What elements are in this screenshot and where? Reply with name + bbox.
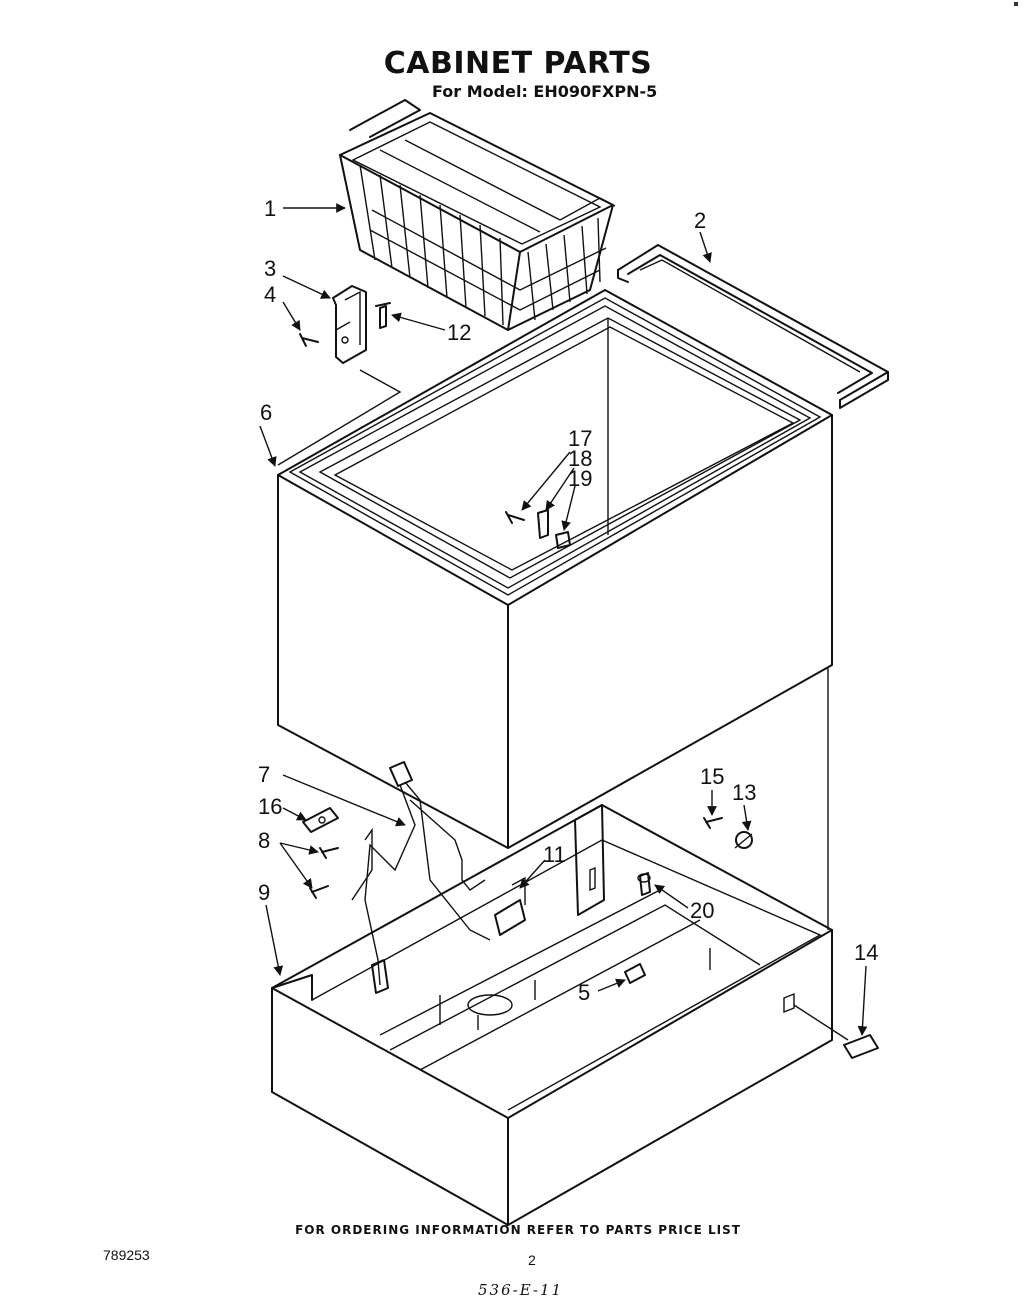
- leader-5: [597, 978, 626, 992]
- leader-9: [265, 904, 284, 976]
- base-pan: [271, 804, 833, 1226]
- callout-3: 3: [264, 256, 276, 281]
- callout-17: 17: [568, 426, 592, 451]
- callout-19: 19: [568, 466, 592, 491]
- callout-12: 12: [447, 320, 471, 345]
- callout-9: 9: [258, 880, 270, 905]
- basket: [339, 99, 616, 331]
- callout-13: 13: [732, 780, 756, 805]
- leader-17: [521, 451, 571, 511]
- callout-6: 6: [260, 400, 272, 425]
- callout-20: 20: [690, 898, 714, 923]
- model-subtitle: For Model: EH090FXPN-5: [432, 82, 658, 101]
- wire-harness: [351, 761, 491, 994]
- callout-18: 18: [568, 446, 592, 471]
- callout-7: 7: [258, 762, 270, 787]
- leader-11: [519, 859, 546, 889]
- small-parts: [302, 807, 879, 1059]
- leader-20: [654, 884, 689, 909]
- callout-15: 15: [700, 764, 724, 789]
- leader-14: [857, 965, 868, 1036]
- callout-8: 8: [258, 828, 270, 853]
- callout-11: 11: [543, 842, 566, 867]
- callout-2: 2: [694, 208, 706, 233]
- leader-4: [282, 301, 301, 331]
- ordering-note: FOR ORDERING INFORMATION REFER TO PARTS …: [295, 1223, 741, 1237]
- callout-14: 14: [854, 940, 878, 965]
- page-number: 2: [528, 1252, 536, 1268]
- leader-6: [259, 425, 277, 467]
- hinge: [299, 285, 391, 364]
- callout-1: 1: [264, 196, 276, 221]
- leader-7: [282, 774, 406, 827]
- callout-5: 5: [578, 980, 590, 1005]
- cabinet: [277, 289, 833, 930]
- leader-8a: [279, 842, 319, 855]
- leader-3: [282, 275, 331, 299]
- gasket: [617, 244, 889, 409]
- leader-lines: [259, 203, 868, 1036]
- page-title: CABINET PARTS: [383, 46, 653, 81]
- leader-8b: [279, 842, 313, 889]
- handwritten-note: 536-E-11: [478, 1281, 564, 1299]
- leader-16: [282, 807, 307, 821]
- leader-13: [741, 804, 752, 831]
- inner-bracket-parts: [505, 509, 571, 549]
- callout-numbers: 1 2 3 4 5 6 7 8 9 11 12 13 14 15 16 17 1…: [258, 196, 878, 1005]
- leader-2: [699, 231, 712, 263]
- leader-19: [561, 485, 576, 531]
- callout-4: 4: [264, 282, 276, 307]
- document-number: 789253: [103, 1247, 150, 1263]
- leader-12: [391, 312, 446, 331]
- corner-mark: [1014, 2, 1018, 6]
- callout-16: 16: [258, 794, 282, 819]
- leader-18: [545, 467, 575, 511]
